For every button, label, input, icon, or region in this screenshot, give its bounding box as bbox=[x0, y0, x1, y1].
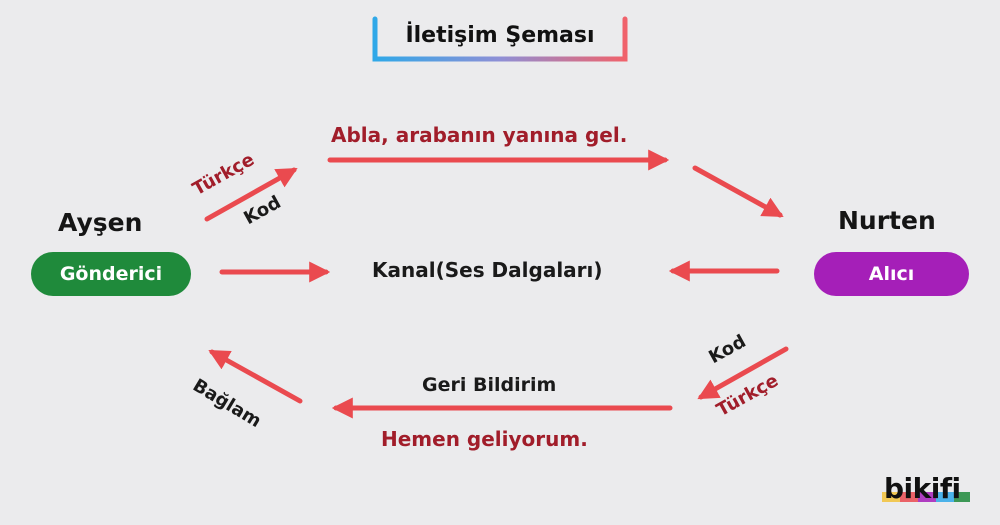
title-bracket bbox=[372, 16, 628, 62]
bikifi-logo: bikifi bbox=[878, 470, 974, 510]
feedback-label: Geri Bildirim bbox=[422, 374, 557, 396]
bottom-message: Hemen geliyorum. bbox=[381, 427, 588, 451]
logo-stripes bbox=[882, 492, 970, 502]
receiver-name: Nurten bbox=[838, 206, 936, 235]
logo-text: bikifi bbox=[884, 472, 961, 505]
arrow-receiver-encode bbox=[697, 346, 789, 400]
sender-name: Ayşen bbox=[58, 208, 143, 237]
title-frame: İletişim Şeması bbox=[372, 16, 628, 62]
channel-label: Kanal(Ses Dalgaları) bbox=[372, 258, 603, 282]
top-message: Abla, arabanın yanına gel. bbox=[331, 123, 628, 147]
arrow-to-sender-context bbox=[208, 349, 303, 404]
sender-role-badge: Gönderici bbox=[31, 252, 191, 296]
arrow-sender-encode bbox=[204, 167, 298, 222]
arrow-to-receiver bbox=[692, 165, 784, 218]
diagram-title: İletişim Şeması bbox=[405, 23, 595, 48]
receiver-role-badge: Alıcı bbox=[814, 252, 969, 296]
